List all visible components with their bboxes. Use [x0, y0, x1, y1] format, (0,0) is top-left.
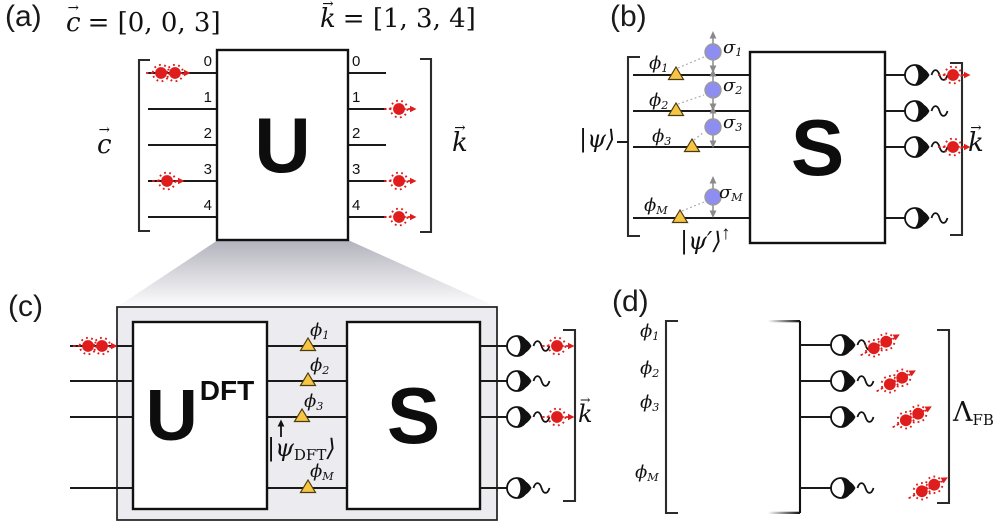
- photon-icon: [151, 171, 186, 191]
- mode-number: 4: [352, 197, 361, 214]
- input-config-equation: →c= [0, 0, 3]: [66, 0, 221, 38]
- phase-label: ϕ2: [640, 358, 660, 381]
- scattering-label: S: [386, 370, 441, 460]
- output-bracket: [937, 328, 951, 505]
- spin-label: σ2: [723, 75, 743, 98]
- photon-pair-icon: [72, 336, 119, 356]
- phase-label: ϕ3: [640, 392, 660, 415]
- photon-icon: [383, 99, 418, 119]
- detector-icon: [904, 136, 949, 158]
- phase-label: ϕ1: [649, 53, 669, 76]
- mode-number: 2: [203, 125, 212, 142]
- panel-a-artwork: [137, 48, 433, 242]
- detector-icon: [506, 477, 551, 499]
- panel-a-label: (a): [5, 0, 42, 33]
- input-bracket: [137, 58, 150, 233]
- phase-shifter-icon: [671, 209, 689, 224]
- detector-icon: [506, 370, 551, 392]
- evolved-state-up-arrow: ↑: [721, 223, 731, 244]
- photon-pair-icon: [903, 469, 953, 507]
- evolved-state-label: |ψ′⟩: [680, 227, 722, 255]
- scattering-box: [748, 50, 887, 245]
- output-bracket-label: →k: [968, 119, 984, 158]
- mode-number: 1: [203, 89, 212, 106]
- detector-icon: [830, 406, 875, 428]
- photon-icon: [937, 137, 972, 157]
- phase-label: ϕ3: [304, 391, 324, 414]
- detector-icon: [904, 64, 949, 86]
- unitary-box: [215, 48, 350, 242]
- panel-d-artwork: [664, 319, 953, 515]
- phase-label: ϕ1: [640, 321, 660, 344]
- dft-state-label: |ψDFT⟩: [267, 434, 336, 465]
- input-bracket-label: →c: [97, 121, 112, 160]
- phase-label: ϕ2: [310, 355, 330, 378]
- phase-shifter-icon: [667, 66, 685, 81]
- spin-qubit-icon: [704, 105, 722, 149]
- feedback-map-label: ΛFB: [953, 397, 994, 430]
- phase-label: ϕM: [635, 462, 659, 485]
- scattering-box: [345, 320, 482, 511]
- output-config-equation: →k= [1, 3, 4]: [320, 0, 476, 34]
- panel-b-artwork: [617, 30, 972, 245]
- phase-label: ϕ1: [310, 320, 330, 343]
- input-state-label: |ψ⟩: [579, 125, 616, 153]
- phase-shifter-icon: [683, 138, 701, 153]
- mode-number: 2: [352, 125, 361, 142]
- phase-label: ϕM: [310, 461, 334, 484]
- phase-label: ϕ2: [649, 90, 669, 113]
- mode-number: 4: [203, 197, 212, 214]
- scattering-label: S: [790, 102, 845, 192]
- output-bracket: [950, 61, 964, 237]
- input-bracket: [664, 319, 678, 515]
- photon-icon: [541, 407, 576, 427]
- spin-label: σ1: [723, 37, 743, 60]
- output-bracket: [420, 57, 433, 234]
- detector-icon: [830, 477, 875, 499]
- phase-label: ϕM: [644, 195, 668, 218]
- photon-pair-icon: [871, 362, 921, 400]
- photon-icon: [383, 207, 418, 227]
- photon-icon: [937, 65, 972, 85]
- detector-icon: [904, 207, 949, 229]
- zoom-funnel: [117, 240, 497, 307]
- panel-b-label: (b): [610, 0, 647, 33]
- photon-pair-icon: [145, 63, 192, 83]
- output-bracket: [563, 328, 577, 503]
- panel-d-label: (d): [612, 285, 649, 318]
- detector-icon: [904, 100, 949, 122]
- output-bracket-label: →k: [452, 119, 468, 158]
- detector-icon: [830, 370, 875, 392]
- mode-number: 3: [352, 161, 361, 178]
- faded-box-edge: [768, 320, 802, 514]
- mode-number: 0: [203, 53, 212, 70]
- panel-c-label: (c): [8, 290, 43, 323]
- photon-pair-icon: [855, 326, 905, 364]
- spin-label: σ3: [723, 112, 743, 135]
- spin-qubit-icon: [704, 30, 722, 74]
- mode-number: 3: [203, 161, 212, 178]
- photon-pair-icon: [887, 398, 937, 436]
- mode-number: 0: [352, 53, 361, 70]
- state-up-arrow-icon: [277, 419, 285, 437]
- spin-label: σM: [719, 182, 743, 205]
- unitary-label: U: [254, 100, 311, 189]
- photon-icon: [383, 171, 418, 191]
- photon-icon: [541, 336, 576, 356]
- output-bracket-label: →k: [578, 392, 593, 428]
- panel-c-artwork: [70, 306, 577, 521]
- mode-number: 1: [352, 89, 361, 106]
- phase-label: ϕ3: [652, 126, 672, 149]
- dft-unitary-box: [131, 320, 269, 511]
- input-bracket: [626, 55, 640, 238]
- phase-shifter-icon: [667, 102, 685, 117]
